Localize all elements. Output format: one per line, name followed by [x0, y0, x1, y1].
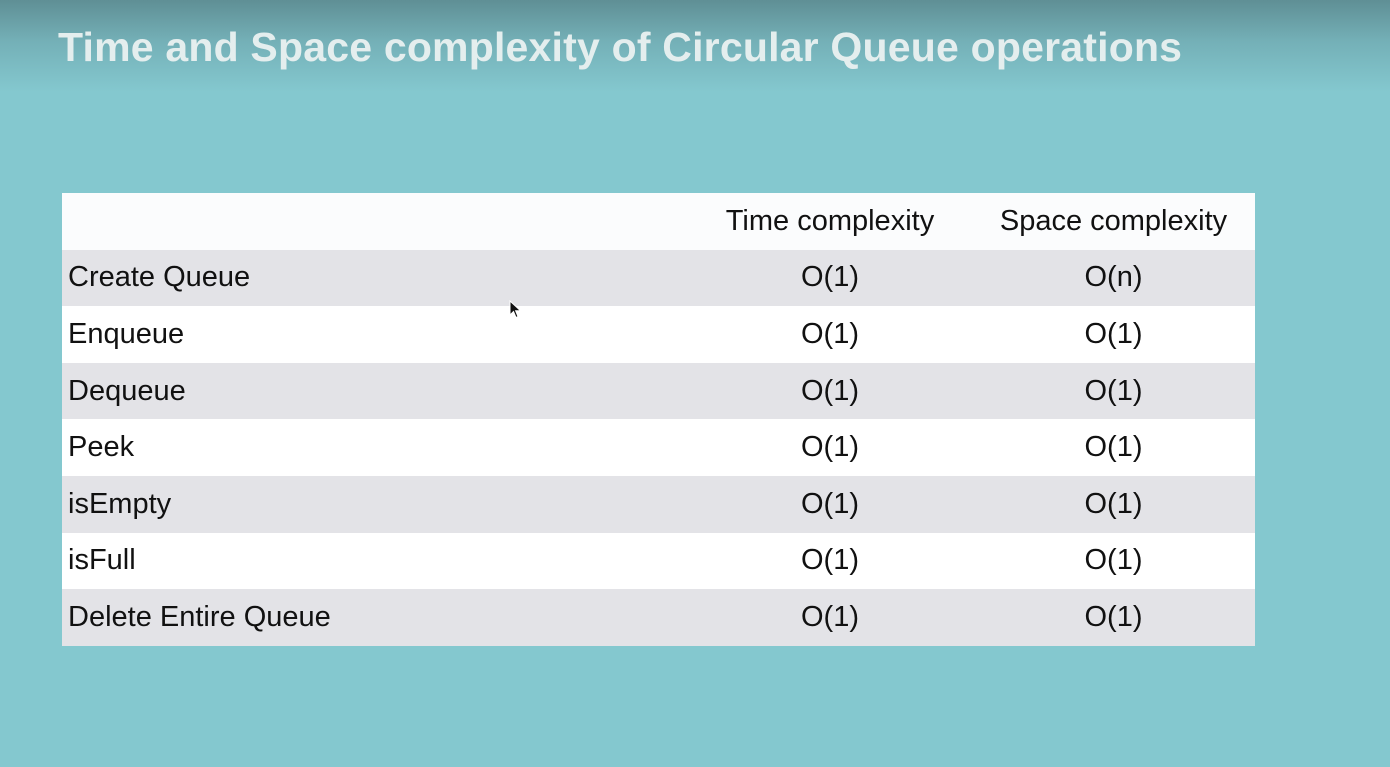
table-header-row: Time complexity Space complexity	[62, 193, 1255, 250]
space-cell: O(1)	[1084, 487, 1143, 520]
operation-cell: isFull	[68, 544, 136, 577]
operation-cell: Create Queue	[68, 261, 251, 294]
space-cell: O(1)	[1084, 374, 1143, 407]
space-cell: O(n)	[1084, 261, 1143, 294]
table-row: isFull O(1) O(1)	[62, 532, 1255, 590]
space-cell: O(1)	[1084, 317, 1143, 350]
table-row: Peek O(1) O(1)	[62, 419, 1255, 476]
time-cell: O(1)	[801, 374, 859, 407]
header-space-complexity: Space complexity	[999, 204, 1228, 237]
table-row: isEmpty O(1) O(1)	[62, 475, 1255, 533]
title-band	[0, 0, 1390, 92]
mouse-pointer-icon	[509, 300, 522, 319]
time-cell: O(1)	[801, 544, 859, 577]
time-cell: O(1)	[801, 431, 859, 464]
operation-cell: Peek	[68, 431, 135, 464]
table-row: Create Queue O(1) O(n)	[62, 249, 1255, 307]
time-cell: O(1)	[801, 317, 859, 350]
complexity-table: Time complexity Space complexity Create …	[62, 193, 1255, 646]
header-time-complexity: Time complexity	[725, 204, 935, 237]
operation-cell: Delete Entire Queue	[68, 600, 331, 633]
space-cell: O(1)	[1084, 431, 1143, 464]
operation-cell: isEmpty	[68, 487, 172, 520]
space-cell: O(1)	[1084, 600, 1143, 633]
table-row: Enqueue O(1) O(1)	[62, 306, 1255, 363]
space-cell: O(1)	[1084, 544, 1143, 577]
table-row: Delete Entire Queue O(1) O(1)	[62, 589, 1255, 646]
operation-cell: Enqueue	[68, 317, 185, 350]
slide-title: Time and Space complexity of Circular Qu…	[58, 24, 1183, 70]
time-cell: O(1)	[801, 487, 859, 520]
operation-cell: Dequeue	[68, 374, 186, 407]
table-row: Dequeue O(1) O(1)	[62, 362, 1255, 420]
time-cell: O(1)	[801, 600, 859, 633]
time-cell: O(1)	[801, 261, 859, 294]
